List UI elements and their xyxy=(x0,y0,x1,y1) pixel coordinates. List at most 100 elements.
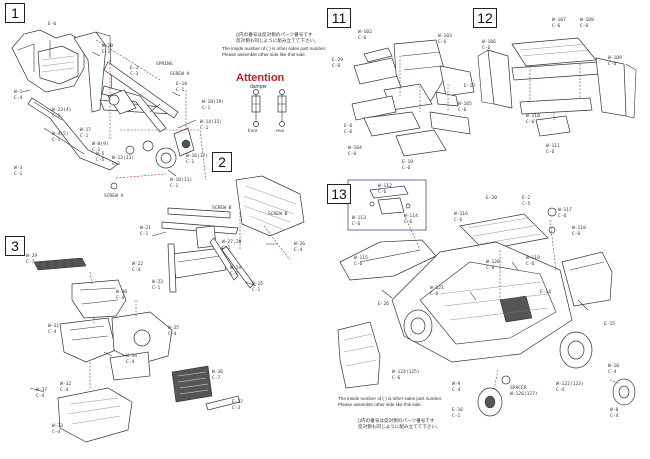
part-label: E-13 xyxy=(464,84,476,89)
part-label: E-15 xyxy=(604,322,616,327)
part-label: W-12(13) xyxy=(112,156,135,161)
part-label: C-4 xyxy=(52,430,61,435)
part-label: W-5 xyxy=(96,152,105,157)
part-label: C-6 xyxy=(572,232,581,237)
part-label: W-116 xyxy=(454,212,468,217)
attention-damper-label: damper xyxy=(250,84,267,90)
part-label: W-32 xyxy=(60,382,72,387)
step12-assembly xyxy=(477,37,637,137)
part-label: C-1 xyxy=(112,162,121,167)
part-label: E-20 xyxy=(486,196,498,201)
note-jp-2: 反対側も同じように組み立てて下さい。 xyxy=(236,38,319,43)
step-3-number: 3 xyxy=(5,236,25,256)
part-label: C-6 xyxy=(552,24,561,29)
part-label: C-3 xyxy=(232,406,241,411)
part-label: W-25 xyxy=(252,282,264,287)
part-label: C-1 xyxy=(222,246,231,251)
part-label: C-5 xyxy=(96,158,105,163)
part-label: W-118 xyxy=(572,226,586,231)
part-label: W-36 xyxy=(212,370,224,375)
part-label: C-1 xyxy=(200,126,209,131)
part-label: SCREW A xyxy=(104,194,124,199)
part-label: C-1 xyxy=(186,160,195,165)
part-label: C-4 xyxy=(556,388,565,393)
part-label: C-1 xyxy=(52,114,61,119)
part-label: C-1 xyxy=(170,184,179,189)
part-label: C-4 xyxy=(294,248,303,253)
part-label: W-3 xyxy=(14,166,23,171)
part-label: C-6 xyxy=(344,130,353,135)
note13-en-1: The inside number of ( ) is other sides … xyxy=(338,396,443,401)
part-label: W-105 xyxy=(458,102,472,107)
part-label: W-121 xyxy=(430,286,444,291)
part-label: C-6 xyxy=(430,292,439,297)
part-label: W-37 xyxy=(36,388,48,393)
part-label: W-35 xyxy=(168,326,180,331)
part-label: W-8(9) xyxy=(92,142,109,147)
note-en-1: The inside number of ( ) is other sides … xyxy=(222,46,327,51)
part-label: W-103 xyxy=(438,34,452,39)
part-label: W-114 xyxy=(404,214,418,219)
step-11-number: 11 xyxy=(327,8,351,28)
part-label: C-1 xyxy=(152,286,161,291)
part-label: W-8 xyxy=(610,408,619,413)
part-label: W-108 xyxy=(580,18,594,23)
part-label: C-6 xyxy=(352,222,361,227)
step1-assembly xyxy=(11,29,207,190)
part-label: W-119 xyxy=(526,256,540,261)
part-label: C-4 xyxy=(608,370,617,375)
part-label: C-6 xyxy=(526,120,535,125)
part-label: E-17 xyxy=(232,400,244,405)
part-label: E-29 xyxy=(332,58,344,63)
part-label: E-6 xyxy=(48,22,57,27)
part-label: W-126(127) xyxy=(510,392,538,397)
part-label: W-26 xyxy=(294,242,306,247)
part-label: C-4 xyxy=(610,414,619,419)
part-label: W-111 xyxy=(546,144,560,149)
attention-rear-label: rear xyxy=(276,128,285,133)
part-label: C-1 xyxy=(252,288,261,293)
part-label: C-6 xyxy=(454,218,463,223)
part-label: C-5 xyxy=(522,202,531,207)
part-label: C-4 xyxy=(48,330,57,335)
part-label: SCREW B xyxy=(268,212,288,217)
part-label: W-122(123) xyxy=(556,382,584,387)
part-label: C-7 xyxy=(212,376,221,381)
step-12-number: 12 xyxy=(473,8,497,28)
part-label: C-4 xyxy=(132,268,141,273)
part-label: C-6 xyxy=(526,262,535,267)
part-label: E-19 xyxy=(402,160,414,165)
part-label: C-6 xyxy=(546,150,555,155)
note13-jp-2: 反対側も同じように組み立てて下さい。 xyxy=(358,424,441,429)
part-label: SCREW B xyxy=(212,206,232,211)
part-label: W-110 xyxy=(526,114,540,119)
part-label: W-120 xyxy=(486,260,500,265)
attention-front-label: front xyxy=(248,128,258,133)
part-label: W-4(5) xyxy=(52,132,69,137)
note-en-2: Please assemble other side like this sid… xyxy=(222,52,307,57)
attention-box: Attention damper xyxy=(236,72,302,90)
step-1-number: 1 xyxy=(5,3,25,23)
part-label: C-4 xyxy=(452,388,461,393)
note-jp-1: ()内の番号は反対側のパーツ番号です xyxy=(236,32,313,37)
part-label: W-14(15) xyxy=(200,120,223,125)
part-label: E-18 xyxy=(176,82,188,87)
part-label: C-1 xyxy=(52,138,61,143)
part-label: W-106 xyxy=(482,40,496,45)
part-label: W-34 xyxy=(126,354,138,359)
part-label: E-2 xyxy=(522,196,531,201)
part-label: C-1 xyxy=(14,172,23,177)
part-label: W-9 xyxy=(452,382,461,387)
part-label: C-6 xyxy=(482,46,491,51)
step2-assembly xyxy=(151,175,305,293)
part-label: W-115 xyxy=(354,256,368,261)
part-label: C-1 xyxy=(202,106,211,111)
part-label: C-1 xyxy=(452,414,461,419)
part-label: W-113 xyxy=(352,216,366,221)
part-label: C-1 xyxy=(230,272,239,277)
part-label: E-16 xyxy=(452,408,464,413)
part-label: E-3 xyxy=(130,66,139,71)
part-label: C-3 xyxy=(130,72,139,77)
part-label: W-107 xyxy=(552,18,566,23)
